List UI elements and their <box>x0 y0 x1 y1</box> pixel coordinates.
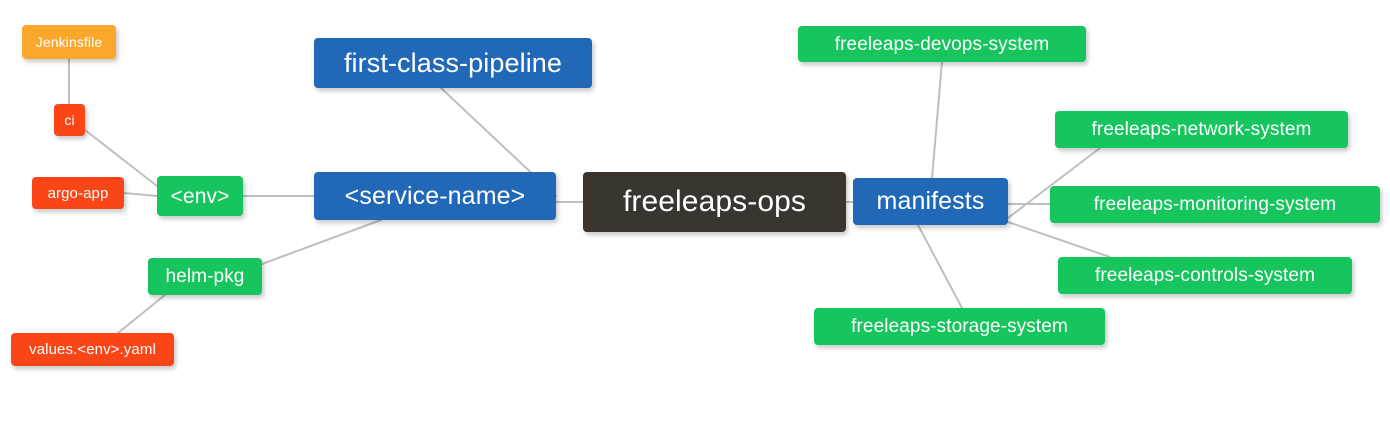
mindmap-node-label: values.<env>.yaml <box>29 341 156 358</box>
mindmap-node-freeleaps-ops[interactable]: freeleaps-ops <box>583 172 846 232</box>
mindmap-node-monitoring-system[interactable]: freeleaps-monitoring-system <box>1050 186 1380 223</box>
mindmap-node-controls-system[interactable]: freeleaps-controls-system <box>1058 257 1352 294</box>
edge-manifests-to-devops-system <box>931 61 943 179</box>
mindmap-node-manifests[interactable]: manifests <box>853 178 1008 225</box>
edge-manifests-to-storage-system <box>917 224 963 309</box>
mindmap-node-label: freeleaps-monitoring-system <box>1093 194 1337 215</box>
mindmap-node-label: freeleaps-devops-system <box>834 33 1050 55</box>
edge-argo-app-to-env <box>123 192 158 197</box>
mindmap-node-label: <env> <box>170 184 230 208</box>
mindmap-node-label: argo-app <box>47 184 109 202</box>
mindmap-node-helm-pkg[interactable]: helm-pkg <box>148 258 262 295</box>
mindmap-node-label: manifests <box>876 187 985 215</box>
mindmap-node-network-system[interactable]: freeleaps-network-system <box>1055 111 1348 148</box>
mindmap-node-label: freeleaps-storage-system <box>851 316 1068 337</box>
mindmap-node-devops-system[interactable]: freeleaps-devops-system <box>798 26 1086 62</box>
mindmap-node-argo-app[interactable]: argo-app <box>32 177 124 209</box>
edge-service-name-to-helm-pkg <box>261 219 382 265</box>
edge-manifests-to-controls-system <box>1007 221 1111 258</box>
edge-helm-pkg-to-values-env-yaml <box>117 294 166 334</box>
mindmap-node-label: first-class-pipeline <box>343 47 563 78</box>
mindmap-node-label: ci <box>64 112 75 128</box>
mindmap-node-label: Jenkinsfile <box>35 34 103 50</box>
mindmap-node-label: <service-name> <box>344 181 526 210</box>
mindmap-node-env[interactable]: <env> <box>157 176 243 216</box>
mindmap-node-label: freeleaps-controls-system <box>1094 265 1316 286</box>
mindmap-node-label: freeleaps-ops <box>622 185 807 218</box>
mindmap-node-storage-system[interactable]: freeleaps-storage-system <box>814 308 1105 345</box>
mindmap-node-ci[interactable]: ci <box>54 104 85 136</box>
mindmap-node-label: helm-pkg <box>165 266 245 287</box>
mindmap-node-first-class-pipeline[interactable]: first-class-pipeline <box>314 38 592 88</box>
mindmap-node-service-name[interactable]: <service-name> <box>314 172 556 220</box>
mindmap-node-values-env-yaml[interactable]: values.<env>.yaml <box>11 333 174 366</box>
mindmap-node-label: freeleaps-network-system <box>1091 119 1312 140</box>
mindmap-node-jenkinsfile[interactable]: Jenkinsfile <box>22 25 116 59</box>
